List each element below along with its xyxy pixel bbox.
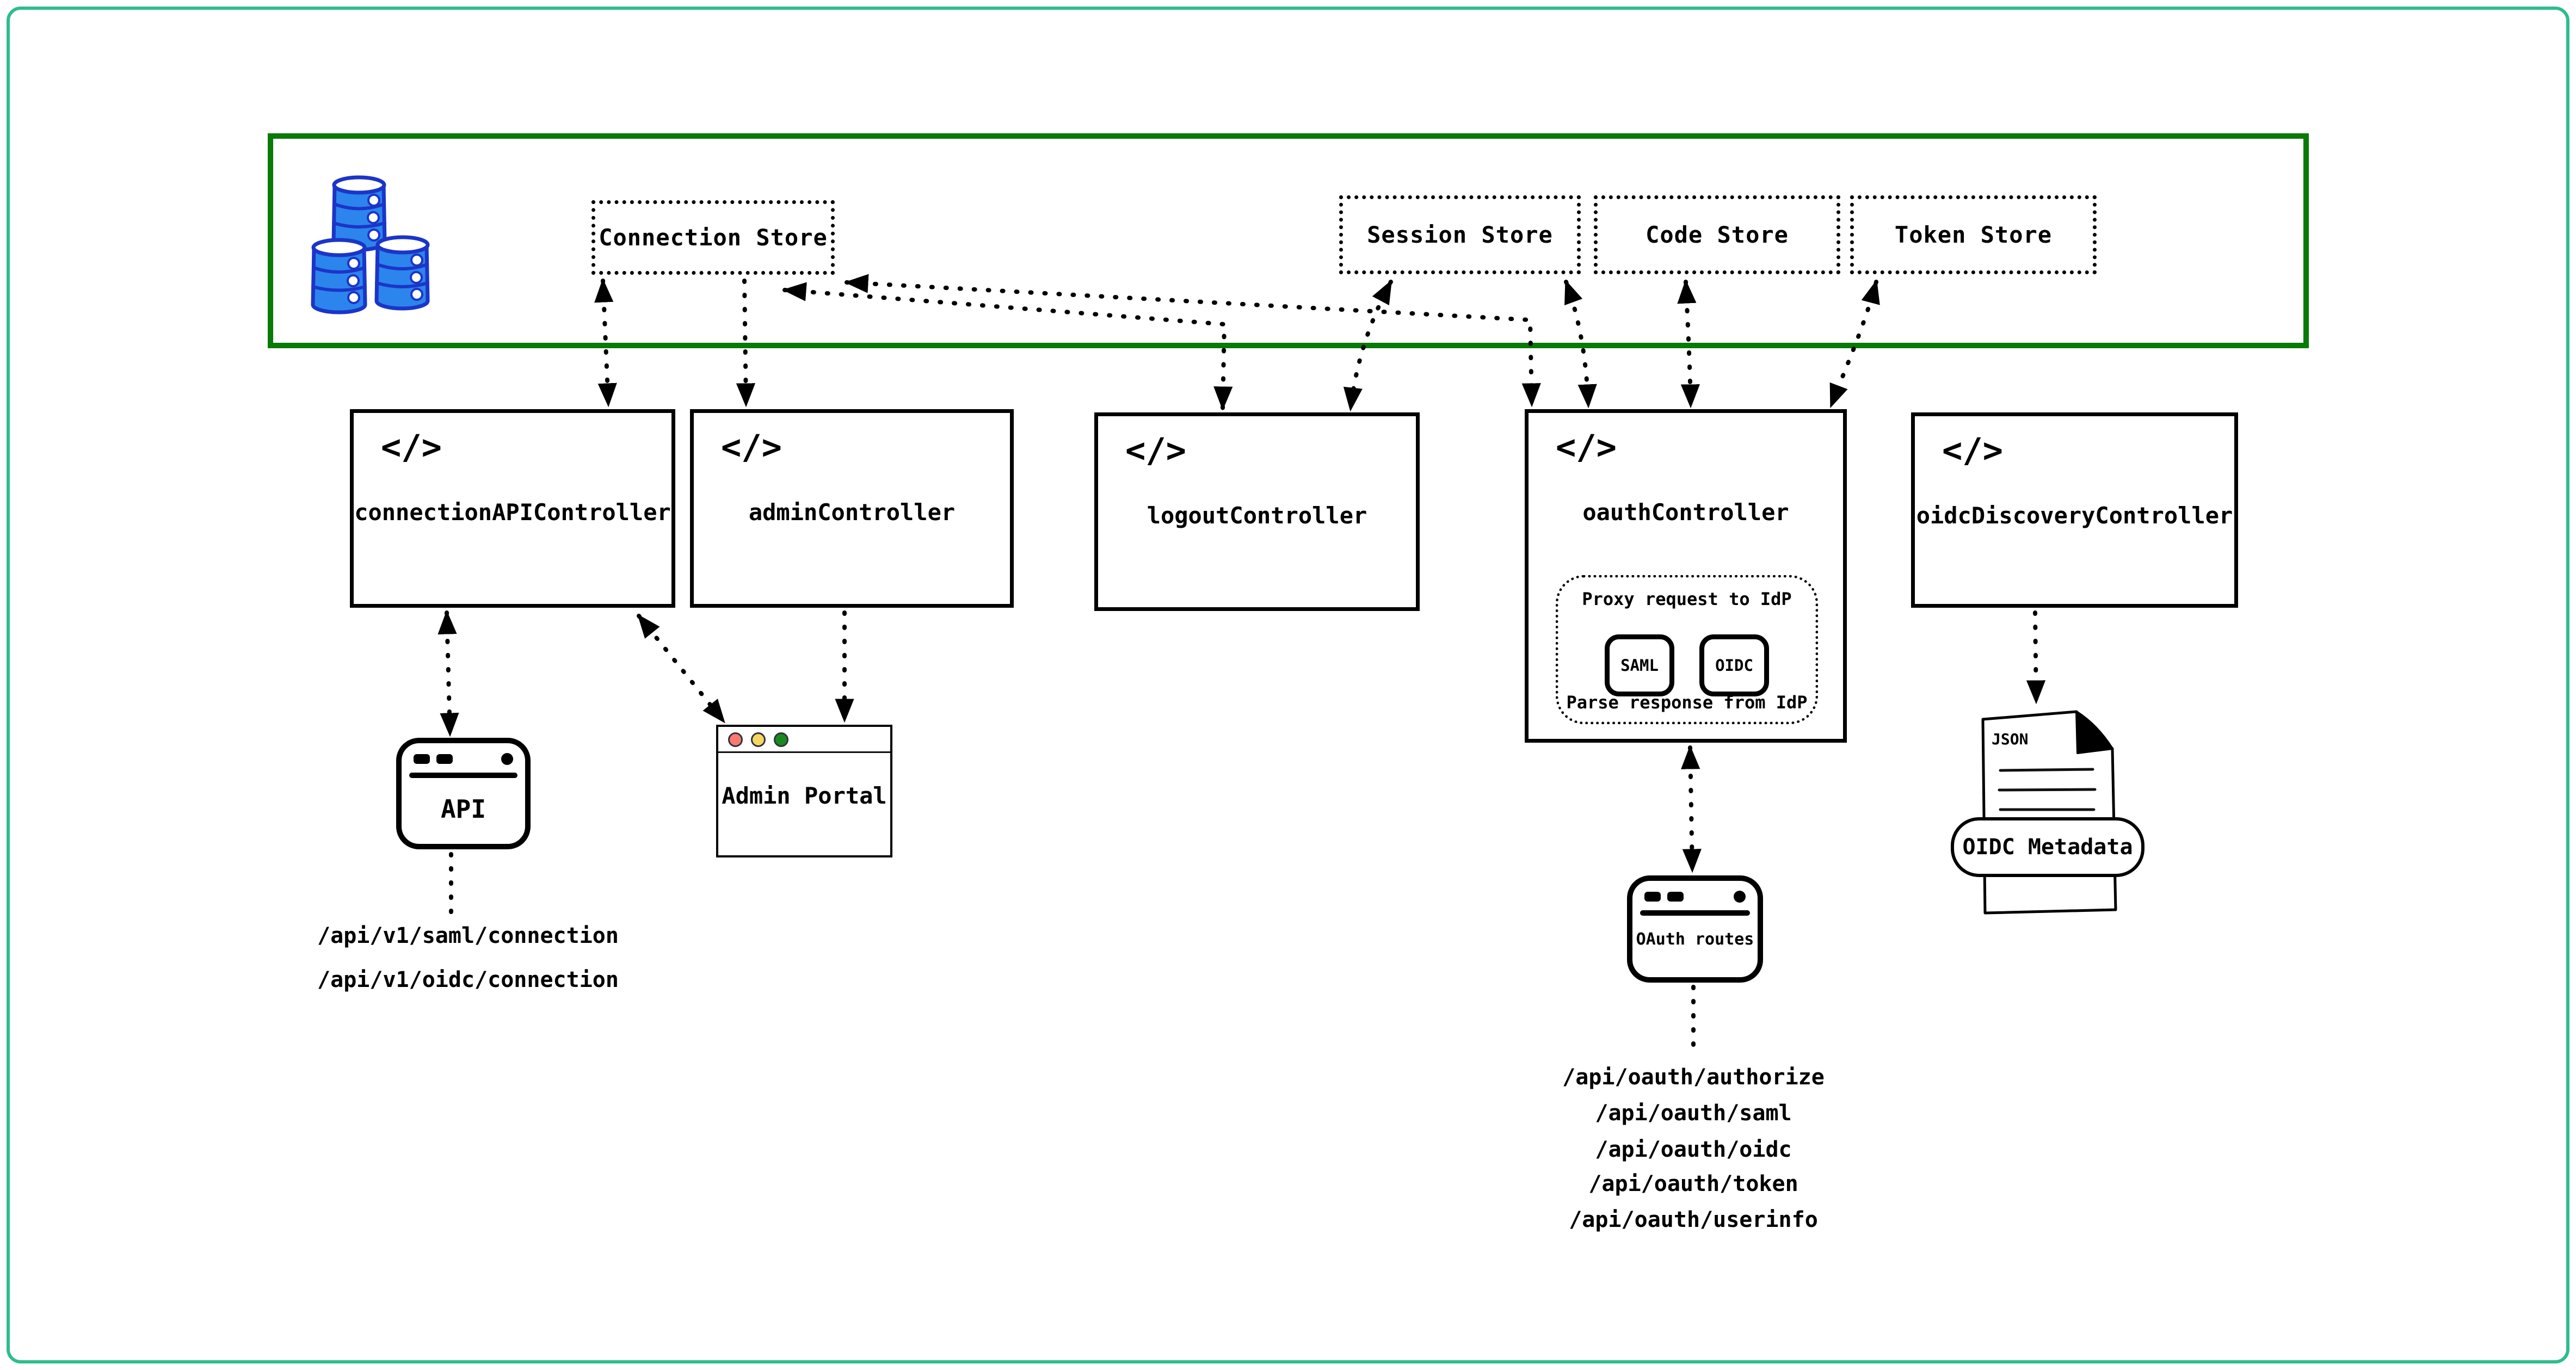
route-text: /api/oauth/token [1588, 1171, 1798, 1196]
api-window-label: API [440, 794, 486, 824]
protocol-chip-oidc: OIDC [1699, 634, 1769, 696]
controller-label: adminController [748, 499, 956, 526]
database-icon [311, 175, 430, 314]
json-document-icon: JSON [1981, 710, 2117, 915]
controller-label: oidcDiscoveryController [1916, 502, 2233, 529]
arrow-connection-api-admin-portal [637, 614, 726, 724]
arrow-oidc-discovery-json-doc [2026, 610, 2046, 705]
route-text: /api/v1/saml/connection [317, 923, 619, 948]
route-text: /api/oauth/saml [1595, 1101, 1792, 1126]
idp-proxy-box: Proxy request to IdP SAML OIDC Parse res… [1556, 575, 1818, 724]
arrow-session-store-oauth-controller [1564, 279, 1597, 409]
window-dot-icon [414, 754, 430, 764]
store-label: Connection Store [599, 224, 828, 251]
route-text: /api/v1/oidc/connection [317, 967, 619, 992]
outer-frame [7, 7, 2569, 1363]
store-label: Code Store [1646, 221, 1789, 248]
arrow-connection-store-logout-controller [782, 282, 1233, 411]
code-icon: </> [381, 427, 442, 467]
arrow-connection-store-oauth-controller [844, 274, 1541, 408]
oidc-metadata-label: OIDC Metadata [1962, 835, 2133, 860]
api-window: API [396, 738, 531, 849]
store-box-session: Session Store [1339, 195, 1581, 274]
arrow-oauth-controller-oauth-routes [1681, 745, 1702, 873]
route-text: /api/oauth/oidc [1595, 1137, 1792, 1162]
route-text: /api/oauth/userinfo [1569, 1207, 1818, 1232]
arrow-session-store-logout-controller [1343, 280, 1393, 412]
database-barrel [311, 238, 367, 314]
controller-connection-api: </> connectionAPIController [350, 409, 675, 608]
admin-portal-window: Admin Portal [716, 725, 892, 857]
traffic-light-yellow-icon [751, 732, 766, 747]
controller-oidc-discovery: </> oidcDiscoveryController [1911, 412, 2238, 608]
window-dot-icon [1667, 892, 1684, 902]
code-icon: </> [721, 427, 782, 467]
window-dot-icon [501, 753, 513, 765]
oauth-routes-label: OAuth routes [1636, 930, 1754, 949]
controller-label: oauthController [1582, 499, 1789, 526]
code-icon: </> [1125, 430, 1186, 470]
arrow-token-store-oauth-controller [1829, 279, 1880, 409]
json-file-type-label: JSON [1992, 730, 2028, 748]
admin-portal-label: Admin Portal [722, 782, 887, 809]
code-icon: </> [1556, 427, 1617, 467]
arrow-connection-store-connection-api [594, 278, 617, 408]
store-box-code: Code Store [1594, 195, 1840, 274]
arrow-code-store-oauth-controller [1677, 279, 1700, 409]
protocol-chips: SAML OIDC [1558, 634, 1815, 696]
traffic-light-red-icon [728, 732, 743, 747]
traffic-light-green-icon [774, 732, 788, 747]
controller-logout: </> logoutController [1094, 412, 1420, 611]
window-dot-icon [436, 754, 453, 764]
store-label: Session Store [1367, 221, 1553, 248]
controller-label: connectionAPIController [354, 499, 671, 526]
parse-response-text: Parse response from IdP [1566, 692, 1808, 713]
protocol-chip-saml: SAML [1605, 634, 1674, 696]
window-dot-icon [1734, 891, 1746, 903]
code-icon: </> [1942, 430, 2003, 470]
database-barrel [374, 235, 430, 311]
oauth-routes-window: OAuth routes [1627, 875, 1763, 983]
window-toolbar-line [1640, 910, 1750, 916]
admin-portal-titlebar [718, 727, 890, 753]
store-box-token: Token Store [1850, 195, 2097, 274]
controller-oauth: </> oauthController Proxy request to IdP… [1525, 409, 1847, 743]
store-box-connection: Connection Store [591, 200, 835, 275]
window-dot-icon [1644, 892, 1661, 902]
store-label: Token Store [1894, 221, 2053, 248]
controller-admin: </> adminController [690, 409, 1014, 608]
route-text: /api/oauth/authorize [1562, 1065, 1825, 1090]
window-toolbar-line [409, 773, 517, 778]
arrow-connection-api-api-window [437, 610, 459, 737]
controller-label: logoutController [1147, 502, 1367, 529]
oidc-metadata-banner: OIDC Metadata [1951, 817, 2144, 877]
arrow-connection-store-admin-controller [736, 279, 756, 408]
proxy-request-text: Proxy request to IdP [1582, 589, 1792, 609]
